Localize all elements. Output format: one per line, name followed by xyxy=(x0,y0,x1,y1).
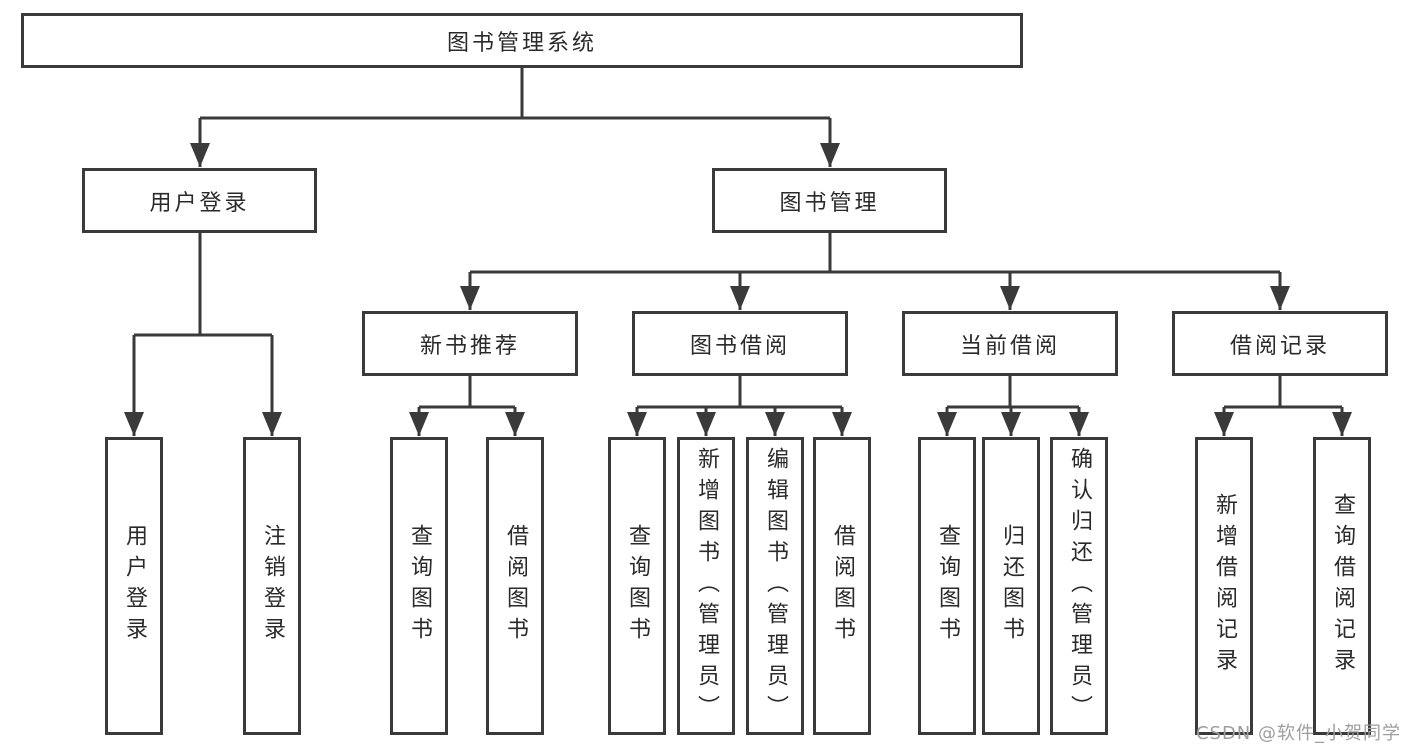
leaf-query-book-borrow: 查询图书 xyxy=(608,437,666,735)
leaf-borrow-book-borrow: 借阅图书 xyxy=(813,437,871,735)
connector-current-borrow-children xyxy=(937,376,1089,436)
leaf-edit-book-admin: 编辑图书（管理员） xyxy=(746,437,804,735)
leaf-query-book-current: 查询图书 xyxy=(918,437,976,735)
leaf-borrow-book-newrec-label: 借阅图书 xyxy=(503,524,528,648)
node-new-book-recommend-label: 新书推荐 xyxy=(419,333,520,359)
leaf-add-book-admin-label: 新增图书（管理员） xyxy=(694,446,719,726)
node-borrow-records: 借阅记录 xyxy=(1172,311,1388,376)
node-current-borrow: 当前借阅 xyxy=(902,311,1118,376)
node-user-login-group-label: 用户登录 xyxy=(149,190,250,216)
leaf-return-book: 归还图书 xyxy=(982,437,1040,735)
leaf-borrow-book-newrec: 借阅图书 xyxy=(486,437,544,735)
node-user-login-group: 用户登录 xyxy=(82,168,317,233)
connector-borrow-records-children xyxy=(1214,376,1352,436)
leaf-return-book-label: 归还图书 xyxy=(999,524,1024,648)
node-root: 图书管理系统 xyxy=(21,13,1023,68)
leaf-add-book-admin: 新增图书（管理员） xyxy=(677,437,735,735)
leaf-edit-book-admin-label: 编辑图书（管理员） xyxy=(763,446,788,726)
node-book-management-label: 图书管理 xyxy=(779,190,880,216)
node-book-borrow-label: 图书借阅 xyxy=(689,333,790,359)
leaf-add-borrow-record: 新增借阅记录 xyxy=(1195,437,1253,735)
leaf-query-book-borrow-label: 查询图书 xyxy=(625,524,650,648)
connector-new-book-recommend-children xyxy=(409,376,525,436)
connector-book-management-children xyxy=(460,233,1290,310)
leaf-logout: 注销登录 xyxy=(243,437,301,735)
leaf-logout-label: 注销登录 xyxy=(260,524,285,648)
connector-root-to-level2 xyxy=(190,68,840,167)
csdn-watermark: CSDN @软件_小贺同学 xyxy=(1195,723,1401,744)
node-new-book-recommend: 新书推荐 xyxy=(362,311,578,376)
leaf-user-login: 用户登录 xyxy=(105,437,163,735)
leaf-confirm-return-admin-label: 确认归还（管理员） xyxy=(1067,446,1092,726)
node-root-label: 图书管理系统 xyxy=(446,30,597,56)
connector-user-login-children xyxy=(124,233,282,436)
leaf-query-borrow-record: 查询借阅记录 xyxy=(1313,437,1371,735)
leaf-confirm-return-admin: 确认归还（管理员） xyxy=(1050,437,1108,735)
leaf-query-borrow-record-label: 查询借阅记录 xyxy=(1330,493,1355,679)
leaf-add-borrow-record-label: 新增借阅记录 xyxy=(1212,493,1237,679)
node-borrow-records-label: 借阅记录 xyxy=(1229,333,1330,359)
leaf-borrow-book-borrow-label: 借阅图书 xyxy=(830,524,855,648)
connector-book-borrow-children xyxy=(627,376,852,436)
leaf-query-book-current-label: 查询图书 xyxy=(935,524,960,648)
node-current-borrow-label: 当前借阅 xyxy=(959,333,1060,359)
leaf-user-login-label: 用户登录 xyxy=(122,524,147,648)
node-book-management: 图书管理 xyxy=(712,168,947,233)
node-book-borrow: 图书借阅 xyxy=(632,311,848,376)
leaf-query-book-newrec-label: 查询图书 xyxy=(407,524,432,648)
leaf-query-book-newrec: 查询图书 xyxy=(390,437,448,735)
